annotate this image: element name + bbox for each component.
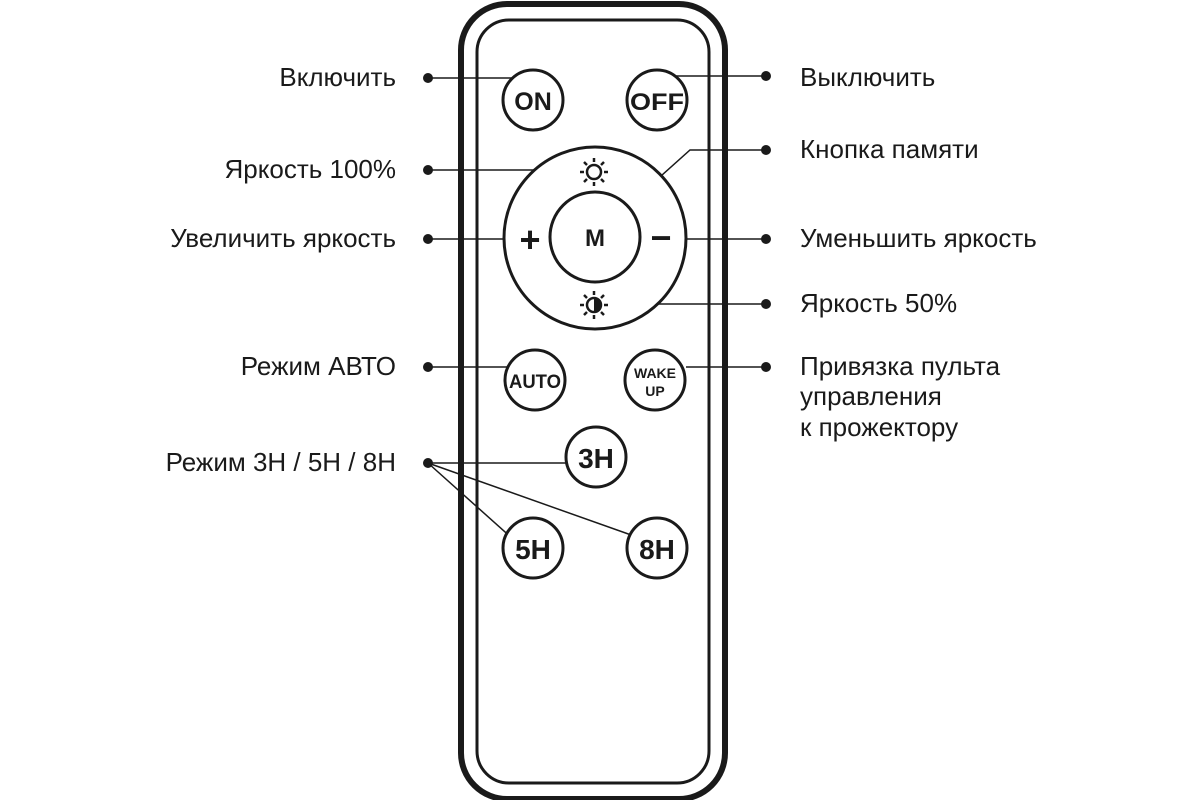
label-pairing-line1: Привязка пульта (800, 351, 1001, 381)
plus-button[interactable]: + (519, 219, 540, 260)
label-auto: Режим АВТО (241, 351, 396, 381)
svg-text:AUTO: AUTO (509, 372, 561, 393)
label-timer-modes: Режим 3H / 5H / 8H (166, 447, 396, 477)
wake-up-button[interactable]: WAKE UP (623, 348, 687, 412)
leader-dots (423, 71, 771, 468)
label-pairing-line2: управления (800, 381, 942, 411)
svg-text:ON: ON (514, 88, 552, 116)
svg-text:8H: 8H (639, 534, 675, 565)
label-brightness-100: Яркость 100% (224, 154, 396, 184)
3h-button[interactable]: 3H (564, 425, 628, 489)
off-button[interactable]: OFF (625, 68, 689, 132)
label-increase: Увеличить яркость (170, 223, 396, 253)
8h-button[interactable]: 8H (625, 516, 689, 580)
minus-button[interactable]: − (650, 217, 671, 258)
label-decrease: Уменьшить яркость (800, 223, 1037, 253)
svg-text:+: + (519, 219, 540, 260)
label-pairing-line3: к прожектору (800, 412, 958, 442)
auto-button[interactable]: AUTO (503, 348, 567, 412)
svg-text:WAKE: WAKE (634, 365, 676, 381)
svg-text:UP: UP (645, 383, 664, 399)
half-sun-icon[interactable] (580, 291, 608, 319)
label-brightness-50: Яркость 50% (800, 288, 957, 318)
svg-text:5H: 5H (515, 534, 551, 565)
label-off: Выключить (800, 62, 935, 92)
on-button[interactable]: ON (501, 68, 565, 132)
5h-button[interactable]: 5H (501, 516, 565, 580)
label-memory: Кнопка памяти (800, 134, 979, 164)
svg-text:3H: 3H (578, 443, 614, 474)
svg-text:M: M (585, 225, 605, 252)
label-on: Включить (279, 62, 396, 92)
svg-text:−: − (650, 217, 671, 258)
sun-icon[interactable] (580, 158, 608, 186)
remote-body (458, 1, 728, 800)
memory-button[interactable]: M (548, 190, 642, 284)
svg-text:OFF: OFF (630, 89, 684, 116)
